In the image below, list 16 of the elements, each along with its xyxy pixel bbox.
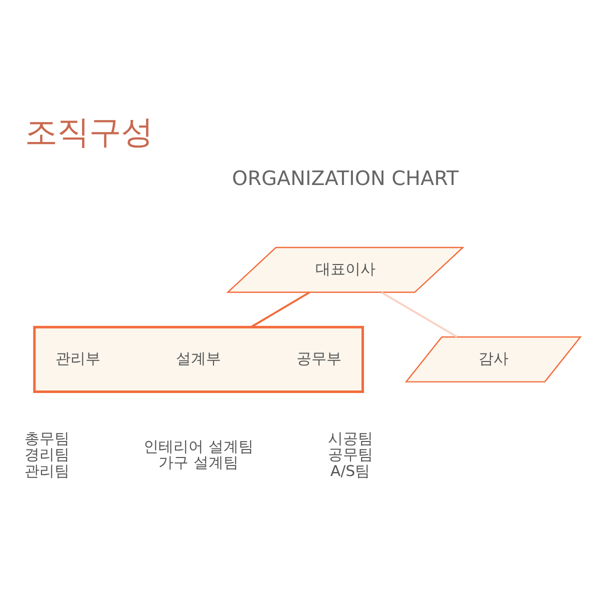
node-label: 가구 설계팀 — [158, 453, 238, 472]
connector — [250, 291, 310, 328]
node-text: 설계부 — [176, 348, 222, 367]
cluster — [33, 325, 364, 392]
node-label: 관리팀 — [24, 461, 70, 480]
node-label: 시공팀 — [328, 428, 373, 447]
label: ORGANIZATION CHART — [232, 166, 459, 190]
node-label: 총무팀 — [24, 428, 70, 447]
node-label: 공무팀 — [328, 445, 373, 464]
node-label: 인테리어 설계팀 — [144, 437, 254, 456]
node-label: 경리팀 — [24, 445, 70, 464]
node-text: 공무부 — [296, 348, 342, 367]
node-label: A/S팀 — [330, 461, 370, 480]
node-text: 관리부 — [55, 348, 100, 367]
diagram-title: 조직구성 — [25, 112, 154, 150]
connector — [381, 291, 458, 338]
